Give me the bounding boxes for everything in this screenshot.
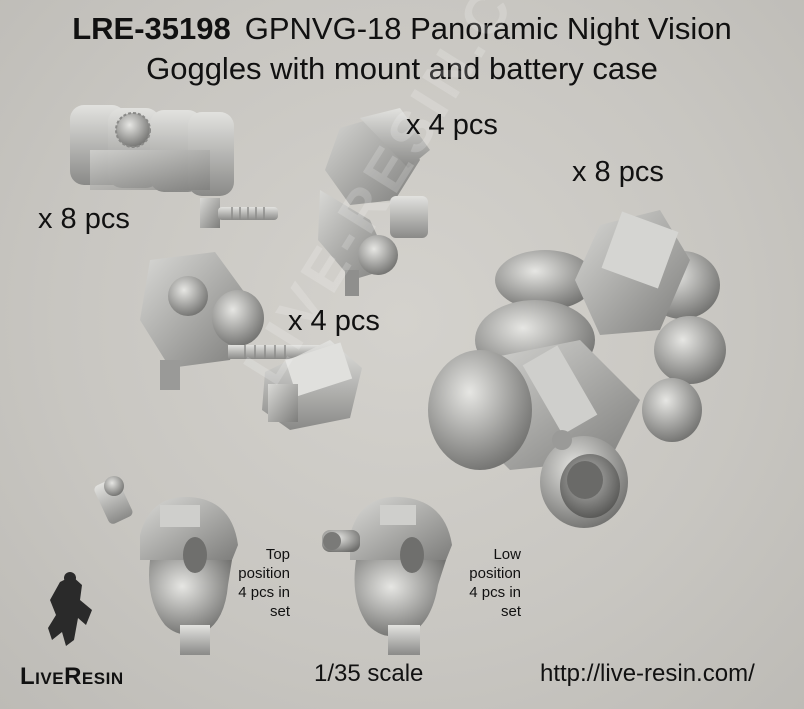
liveresin-logo: LIVERESIN — [20, 663, 124, 690]
product-title-line2: Goggles with mount and battery case — [146, 51, 658, 86]
helmet-mount-render — [318, 108, 430, 296]
website-url: http://live-resin.com/ — [540, 660, 755, 687]
top-position-caption: Top position 4 pcs in set — [238, 546, 290, 620]
mount-assembly-quantity: x 4 pcs — [288, 305, 380, 337]
liveresin-logo-icon — [48, 572, 92, 646]
goggles-quantity: x 8 pcs — [572, 156, 664, 188]
gpnvg-goggles-render — [428, 210, 726, 528]
product-code: LRE-35198 — [72, 11, 231, 46]
mount-quantity: x 4 pcs — [406, 109, 498, 141]
battery-case-quantity: x 8 pcs — [38, 203, 130, 235]
battery-case-render — [70, 105, 278, 228]
helmet-head-low-position-render — [322, 496, 452, 655]
helmet-head-top-position-render — [94, 476, 238, 655]
product-name: GPNVG-18 Panoramic Night Vision — [244, 11, 732, 46]
low-position-caption: Low position 4 pcs in set — [469, 546, 521, 620]
mount-assembly-render — [140, 252, 362, 430]
product-title-line1: LRE-35198 GPNVG-18 Panoramic Night Vision — [0, 10, 804, 48]
scale-label: 1/35 scale — [314, 660, 424, 687]
